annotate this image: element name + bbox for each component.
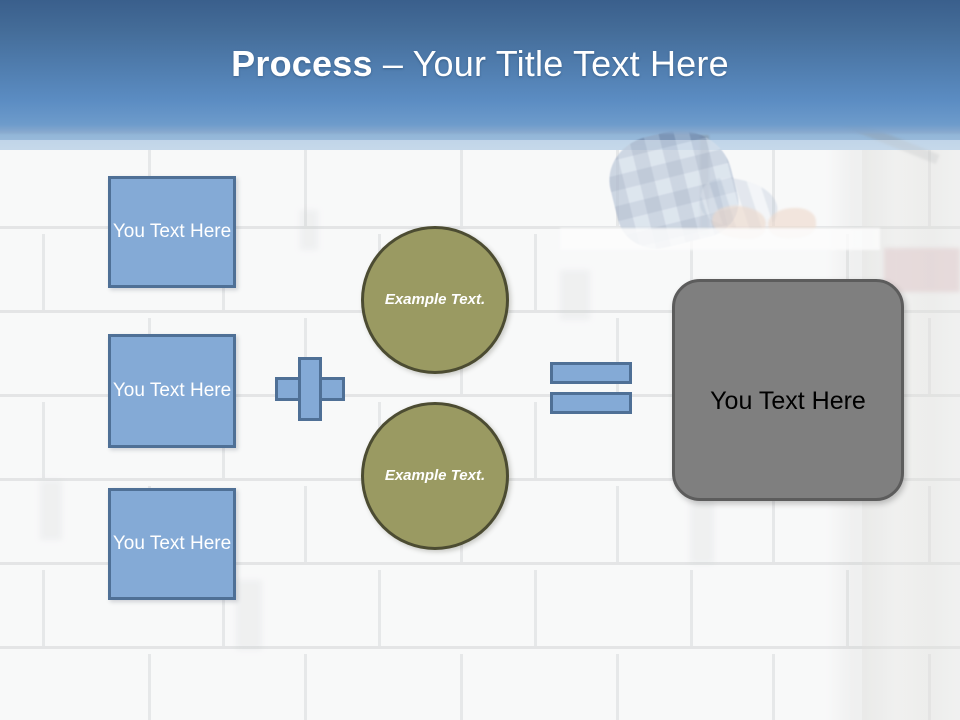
page-title-strong: Process: [231, 43, 373, 84]
input-box-2-label: You Text Here: [112, 380, 232, 402]
input-box-3-label: You Text Here: [112, 533, 232, 555]
plus-center-fill: [301, 380, 319, 398]
input-box-2[interactable]: You Text Here: [108, 334, 236, 448]
input-box-3[interactable]: You Text Here: [108, 488, 236, 600]
background-pink-patch: [884, 248, 960, 292]
equals-bottom-bar: [550, 392, 632, 414]
background-wall-top-course: [560, 228, 880, 250]
plus-operator-icon: [275, 357, 345, 421]
result-box[interactable]: You Text Here: [672, 279, 904, 501]
title-bar: [0, 0, 960, 135]
example-circle-2[interactable]: Example Text.: [361, 402, 509, 550]
input-box-1[interactable]: You Text Here: [108, 176, 236, 288]
example-circle-2-label: Example Text.: [384, 466, 486, 484]
example-circle-1-label: Example Text.: [384, 290, 486, 308]
page-title-rest: – Your Title Text Here: [372, 43, 729, 84]
result-box-label: You Text Here: [710, 386, 866, 415]
input-box-1-label: You Text Here: [112, 221, 232, 243]
equals-top-bar: [550, 362, 632, 384]
equals-operator-icon: [550, 362, 632, 414]
page-title: Process – Your Title Text Here: [0, 43, 960, 85]
example-circle-1[interactable]: Example Text.: [361, 226, 509, 374]
